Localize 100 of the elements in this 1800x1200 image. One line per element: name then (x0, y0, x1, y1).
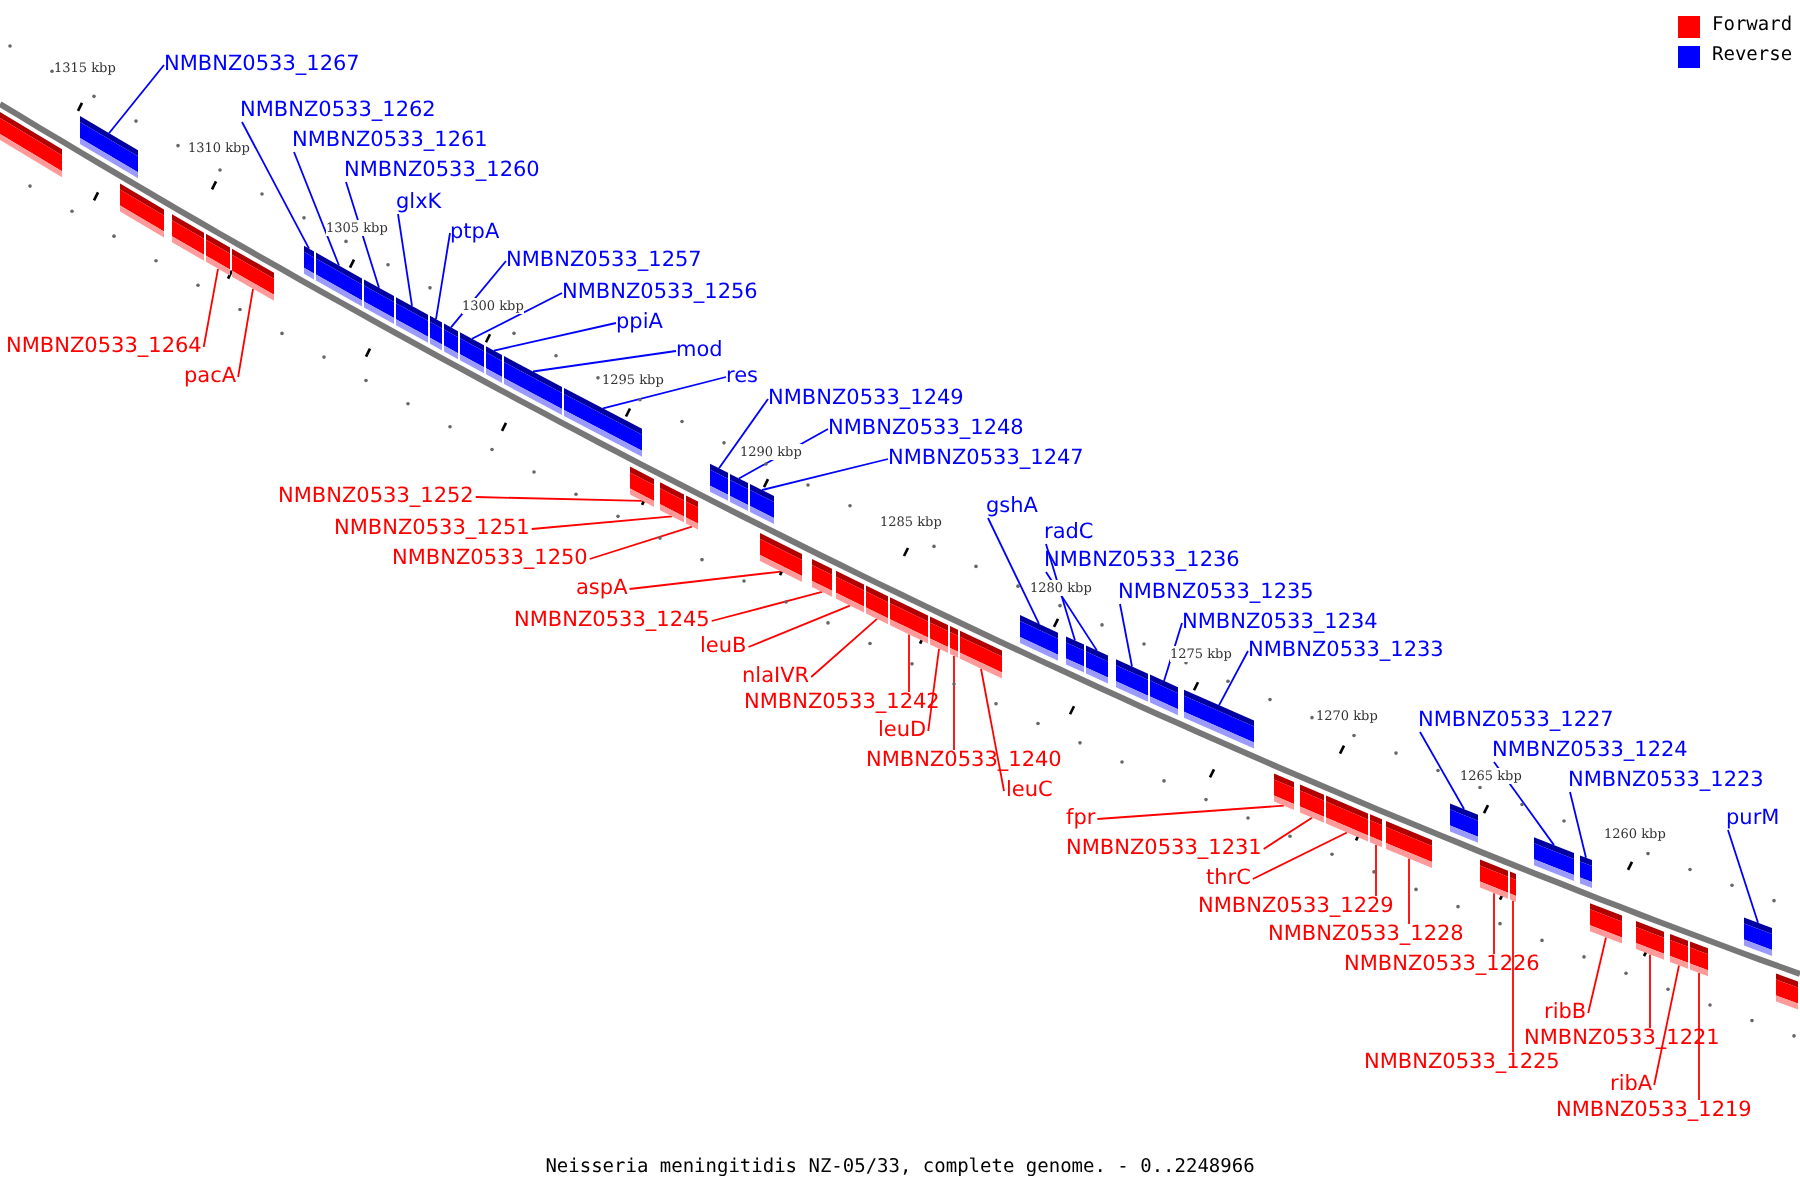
gene-label: NMBNZ0533_1264 (6, 334, 202, 360)
gene-block (1670, 934, 1688, 969)
gene-block (1510, 871, 1516, 902)
gene-label: NMBNZ0533_1262 (240, 98, 436, 124)
gene-label: NMBNZ0533_1247 (888, 446, 1084, 472)
gene-label: NMBNZ0533_1251 (334, 516, 530, 542)
leader-line (1262, 816, 1313, 850)
leader-line (1419, 731, 1465, 810)
gene-block (866, 585, 888, 625)
leader-line (530, 515, 673, 530)
leader-line (1408, 857, 1410, 925)
gene-block (1300, 784, 1324, 823)
gene-label: pacA (184, 364, 237, 390)
leader-line (908, 633, 910, 693)
gene-label: ribB (1544, 1000, 1587, 1026)
gene-label: gshA (986, 494, 1038, 520)
gene-block (760, 533, 802, 582)
gene-label: NMBNZ0533_1225 (1364, 1050, 1560, 1076)
gene-label: NMBNZ0533_1231 (1066, 836, 1262, 862)
gene-label: NMBNZ0533_1249 (768, 386, 964, 412)
gene-block (430, 315, 442, 351)
leader-line (108, 64, 165, 135)
gene-label: leuD (878, 718, 927, 744)
gene-block (1370, 814, 1382, 848)
leader-line (474, 496, 643, 502)
gene-label: NMBNZ0533_1252 (278, 484, 474, 510)
gene-block (686, 495, 698, 530)
gene-block (1116, 659, 1148, 702)
leader-line (1512, 899, 1514, 1053)
leader-line (1251, 831, 1348, 880)
gene-label: leuB (700, 634, 747, 660)
gene-block (1590, 903, 1622, 944)
leader-line (1698, 972, 1700, 1101)
gene-label: NMBNZ0533_1261 (292, 128, 488, 154)
gene-label: NMBNZ0533_1245 (514, 608, 710, 634)
leader-line (293, 151, 340, 267)
leader-line (710, 591, 823, 622)
gene-block (0, 112, 62, 178)
gene-block (710, 463, 728, 501)
leader-line (980, 667, 1005, 792)
gene-block (730, 474, 748, 511)
gene-label: NMBNZ0533_1224 (1492, 738, 1688, 764)
gene-label: mod (676, 338, 723, 364)
gene-label: glxK (396, 190, 442, 216)
gene-label: NMBNZ0533_1235 (1118, 580, 1314, 606)
leader-line (810, 618, 878, 678)
leader-line (1727, 829, 1759, 924)
gene-label: NMBNZ0533_1250 (392, 546, 588, 572)
leader-line (1218, 650, 1249, 707)
gene-block (564, 388, 642, 457)
gene-block (630, 466, 654, 507)
leader-line (202, 267, 219, 348)
gene-block (1184, 689, 1254, 749)
gene-block (206, 233, 230, 276)
leader-line (1649, 953, 1651, 1029)
leader-line (471, 292, 563, 340)
gene-block (1636, 921, 1664, 960)
gene-label: radC (1044, 520, 1094, 546)
gene-label: ptpA (450, 220, 500, 246)
leader-line (493, 322, 617, 352)
leader-line (1653, 964, 1680, 1086)
leader-line (628, 570, 782, 590)
leader-line (953, 655, 955, 751)
gene-block (1086, 645, 1108, 684)
leader-line (237, 287, 254, 378)
gene-block (1776, 973, 1798, 1010)
legend-label: Forward (1712, 14, 1793, 38)
gene-label: NMBNZ0533_1260 (344, 158, 540, 184)
gene-block (120, 183, 164, 238)
gene-block (80, 116, 138, 179)
gene-label: res (726, 364, 759, 390)
gene-label: ribA (1610, 1072, 1653, 1098)
leader-line (1569, 791, 1587, 859)
gene-block (1450, 803, 1478, 843)
leader-line (532, 350, 677, 373)
gene-block (304, 245, 314, 280)
leader-line (588, 525, 693, 560)
gene-label: NMBNZ0533_1248 (828, 416, 1024, 442)
gene-block (812, 559, 832, 597)
leader-line (718, 398, 769, 470)
gene-block (1690, 941, 1708, 977)
gene-block (444, 323, 458, 360)
leader-line (397, 213, 413, 307)
gene-label: NMBNZ0533_1227 (1418, 708, 1614, 734)
gene-label: NMBNZ0533_1267 (164, 52, 360, 78)
gene-block (950, 626, 958, 658)
gene-block (1580, 855, 1592, 888)
gene-block (836, 570, 864, 613)
gene-block (960, 630, 1002, 679)
gene-label: ppiA (616, 310, 663, 336)
gene-label: purM (1726, 806, 1780, 832)
gene-label: NMBNZ0533_1257 (506, 248, 702, 274)
gene-label: NMBNZ0533_1223 (1568, 768, 1764, 794)
gene-block (1066, 636, 1084, 673)
leader-line (1375, 843, 1377, 897)
leader-line (1493, 892, 1495, 955)
leader-line (927, 647, 940, 732)
leader-line (747, 604, 851, 648)
gene-label: nlaIVR (742, 664, 810, 690)
gene-label: fpr (1066, 806, 1096, 832)
